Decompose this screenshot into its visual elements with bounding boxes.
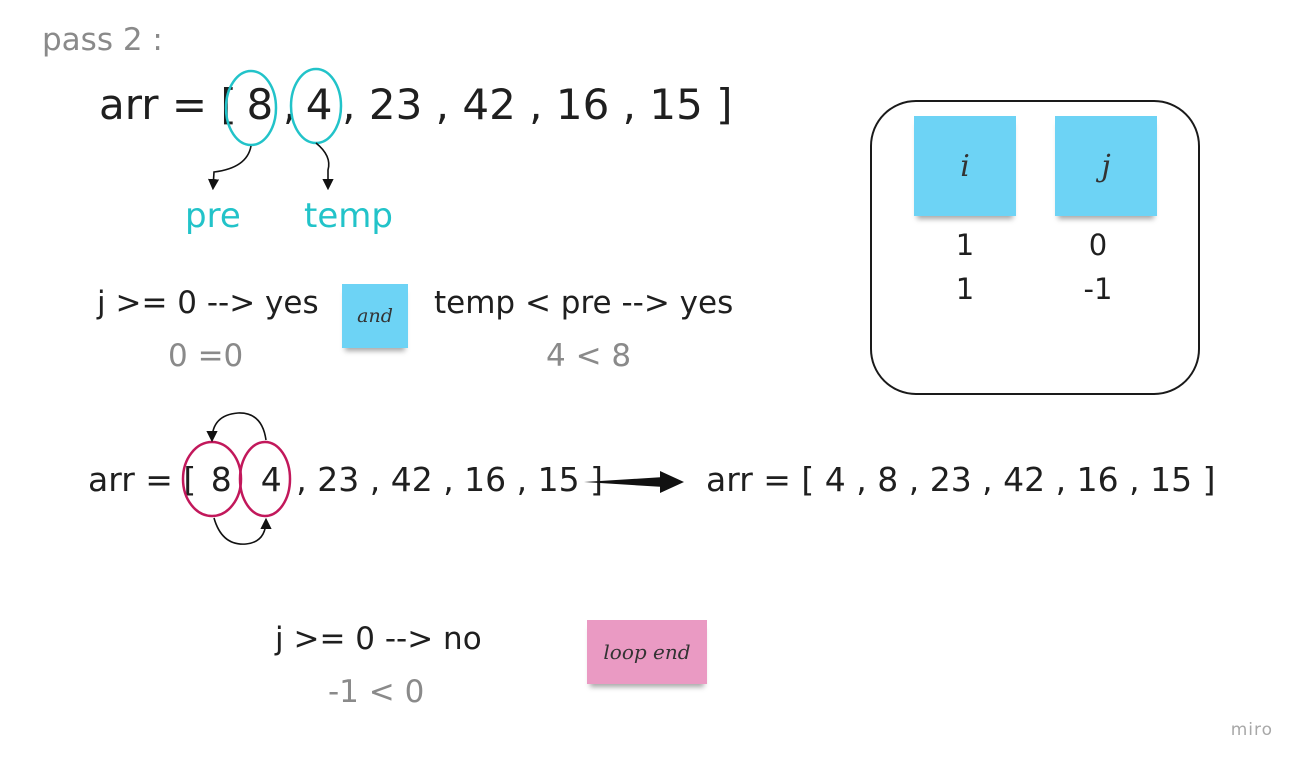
array-top-rest: , 23 , 42 , 16 , 15 ] — [342, 80, 733, 129]
array-before-rest: , 23 , 42 , 16 , 15 ] — [296, 460, 603, 499]
condition-end-check: j >= 0 --> no — [275, 621, 482, 657]
variable-j-sticky[interactable]: j — [1055, 116, 1157, 216]
condition-j-check: j >= 0 --> yes — [97, 285, 319, 321]
array-top: arr = [8,4, 23 , 42 , 16 , 15 ] — [99, 80, 733, 129]
condition-end-sub: -1 < 0 — [328, 674, 425, 710]
variable-j-value-1: 0 — [1088, 228, 1108, 262]
array-before-element-0: 8 — [210, 460, 232, 499]
array-top-element-1: 4 — [305, 80, 333, 129]
array-before-prefix: arr = [ — [88, 460, 197, 499]
circle-element-8-magenta — [181, 440, 243, 518]
pointer-pre-label: pre — [185, 196, 241, 236]
array-top-prefix: arr = [ — [99, 80, 237, 129]
circle-element-4-magenta — [238, 440, 292, 518]
variable-i-value-1: 1 — [955, 228, 975, 262]
array-after-swap: arr = [ 4 , 8 , 23 , 42 , 16 , 15 ] — [706, 460, 1216, 499]
condition-j-sub: 0 =0 — [168, 338, 244, 374]
variables-frame[interactable] — [870, 100, 1200, 395]
pass-label: pass 2 : — [42, 22, 163, 58]
variable-j-value-2: -1 — [1083, 272, 1113, 306]
condition-temp-check: temp < pre --> yes — [434, 285, 734, 321]
pointer-temp-label: temp — [304, 196, 393, 236]
array-top-element-0: 8 — [246, 80, 274, 129]
transform-arrow-head — [660, 471, 684, 493]
condition-temp-sub: 4 < 8 — [546, 338, 632, 374]
variable-i-sticky[interactable]: i — [914, 116, 1016, 216]
and-sticky-note[interactable]: and — [342, 284, 408, 348]
circle-element-4-teal — [289, 67, 343, 145]
loop-end-sticky-note[interactable]: loop end — [587, 620, 707, 684]
transform-arrow-shaft — [584, 477, 664, 487]
swap-arrow-top — [206, 412, 267, 443]
circle-element-8-teal — [224, 69, 278, 147]
variable-i-value-2: 1 — [955, 272, 975, 306]
swap-arrow-bottom — [213, 517, 272, 545]
miro-watermark: miro — [1230, 720, 1273, 740]
arrow-to-temp — [315, 142, 334, 191]
arrow-to-pre — [207, 145, 252, 191]
array-before-element-1: 4 — [260, 460, 282, 499]
